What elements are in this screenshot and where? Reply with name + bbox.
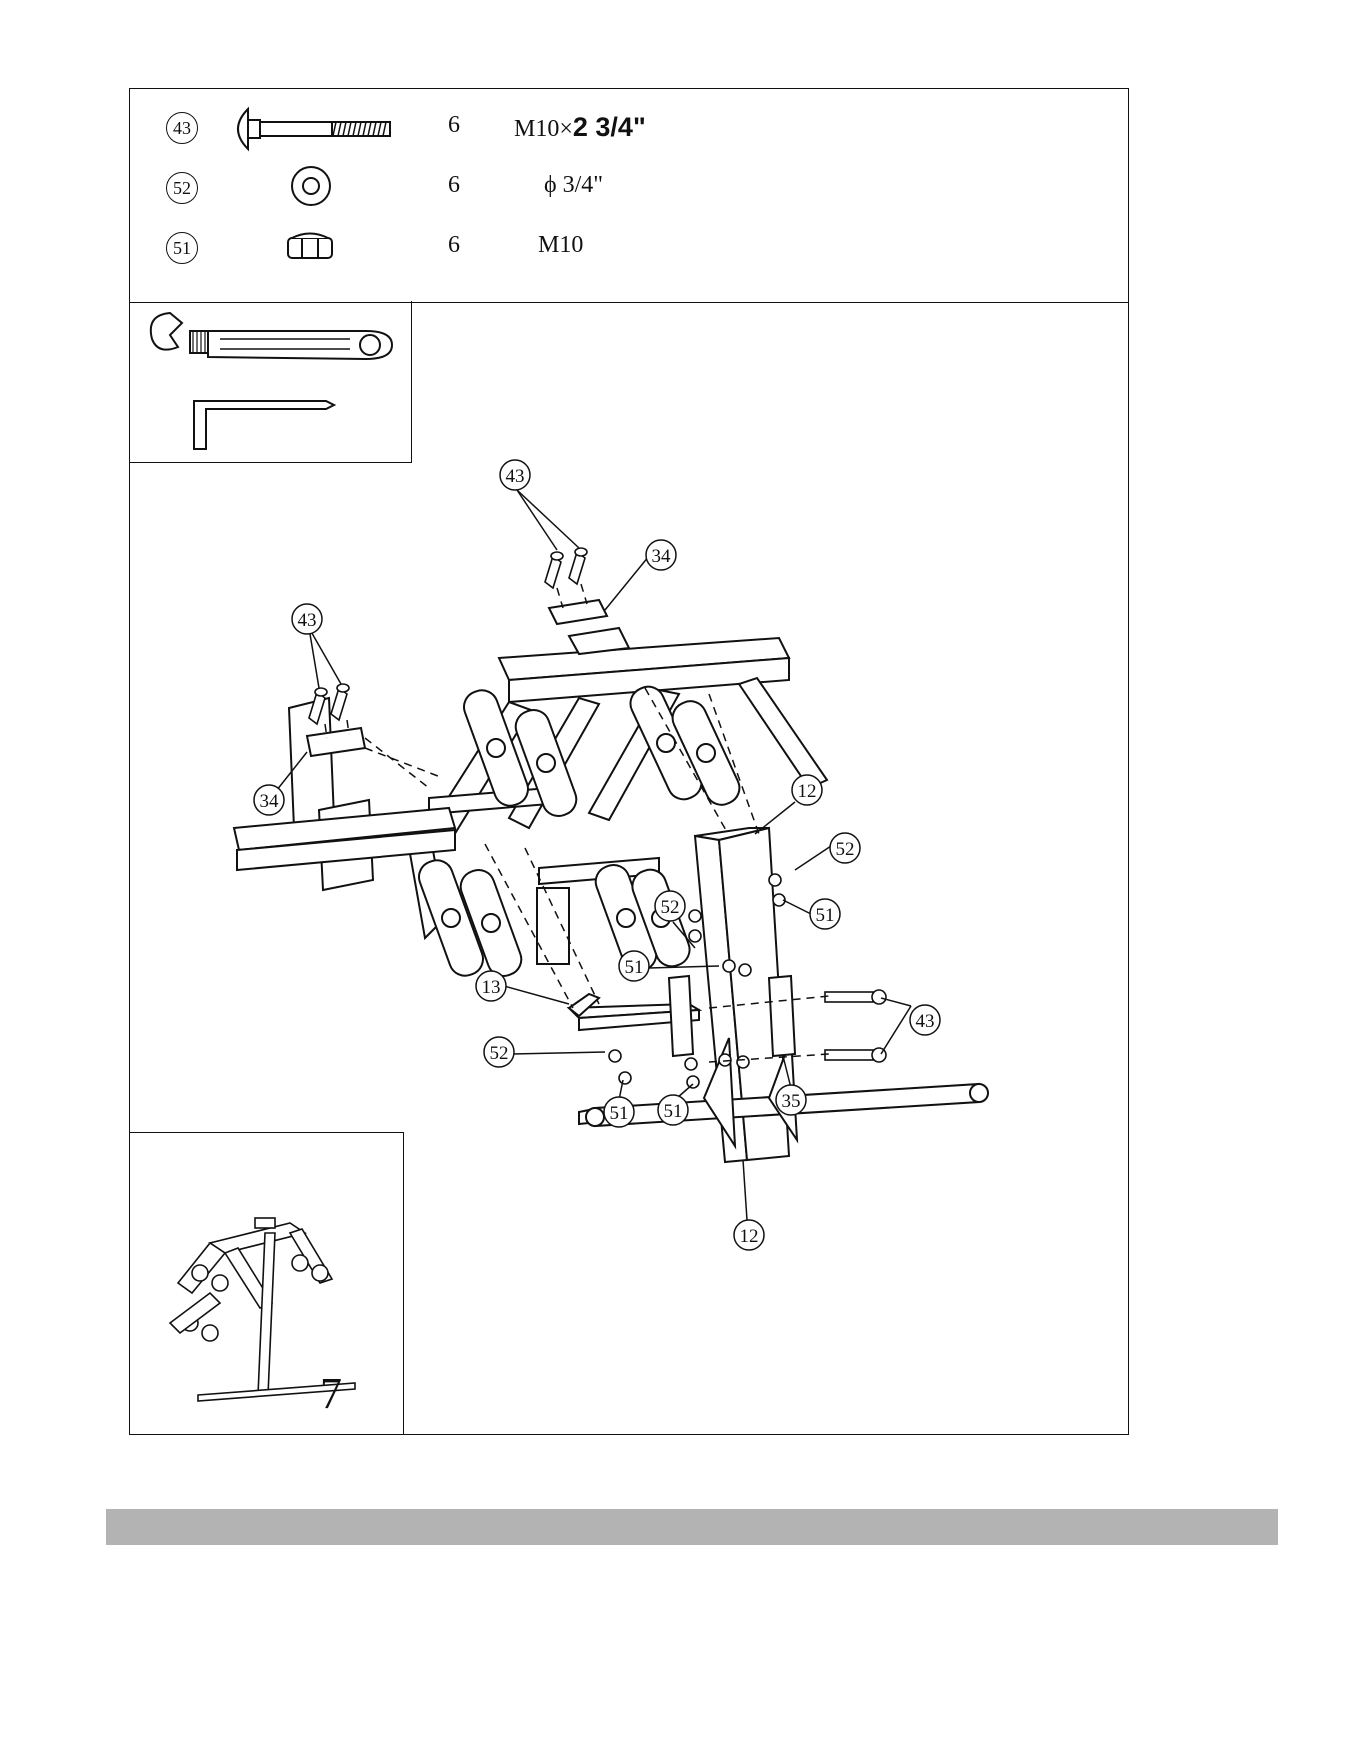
svg-text:43: 43: [916, 1011, 935, 1032]
callout-52-right: 52: [830, 833, 860, 863]
svg-text:52: 52: [490, 1043, 509, 1064]
svg-text:35: 35: [782, 1091, 801, 1112]
callout-34-top: 34: [646, 540, 676, 570]
callout-34-left: 34: [254, 785, 284, 815]
svg-text:51: 51: [610, 1103, 629, 1124]
svg-text:12: 12: [798, 781, 817, 802]
svg-text:13: 13: [482, 977, 501, 998]
callout-52-left: 52: [484, 1037, 514, 1067]
callout-43-right: 43: [910, 1005, 940, 1035]
callout-43-left: 43: [292, 604, 322, 634]
callout-13: 13: [476, 971, 506, 1001]
callout-12-bottom: 12: [734, 1220, 764, 1250]
callout-51-bottom-left: 51: [604, 1097, 634, 1127]
square-tube: [537, 888, 569, 964]
svg-text:52: 52: [836, 839, 855, 860]
svg-text:43: 43: [506, 466, 525, 487]
footer-bar: [106, 1509, 1278, 1545]
svg-text:51: 51: [664, 1101, 683, 1122]
bracket-13: [569, 976, 699, 1056]
svg-text:34: 34: [260, 791, 280, 812]
exploded-assembly-diagram: 43 34 43 34 12 52 51 52 51 13 52 51 51 4…: [129, 88, 1129, 1435]
callout-51-bottom: 51: [658, 1095, 688, 1125]
svg-text:43: 43: [298, 610, 317, 631]
callout-52-middle: 52: [655, 891, 685, 921]
callout-12-top: 12: [792, 775, 822, 805]
svg-text:34: 34: [652, 546, 672, 567]
svg-text:52: 52: [661, 897, 680, 918]
svg-text:51: 51: [816, 905, 835, 926]
svg-text:12: 12: [740, 1226, 759, 1247]
bracket-35: [769, 976, 795, 1056]
plate-34-top: [549, 600, 607, 624]
callout-51-right: 51: [810, 899, 840, 929]
callout-35: 35: [776, 1085, 806, 1115]
callout-51-middle: 51: [619, 951, 649, 981]
svg-text:51: 51: [625, 957, 644, 978]
callout-43-top: 43: [500, 460, 530, 490]
